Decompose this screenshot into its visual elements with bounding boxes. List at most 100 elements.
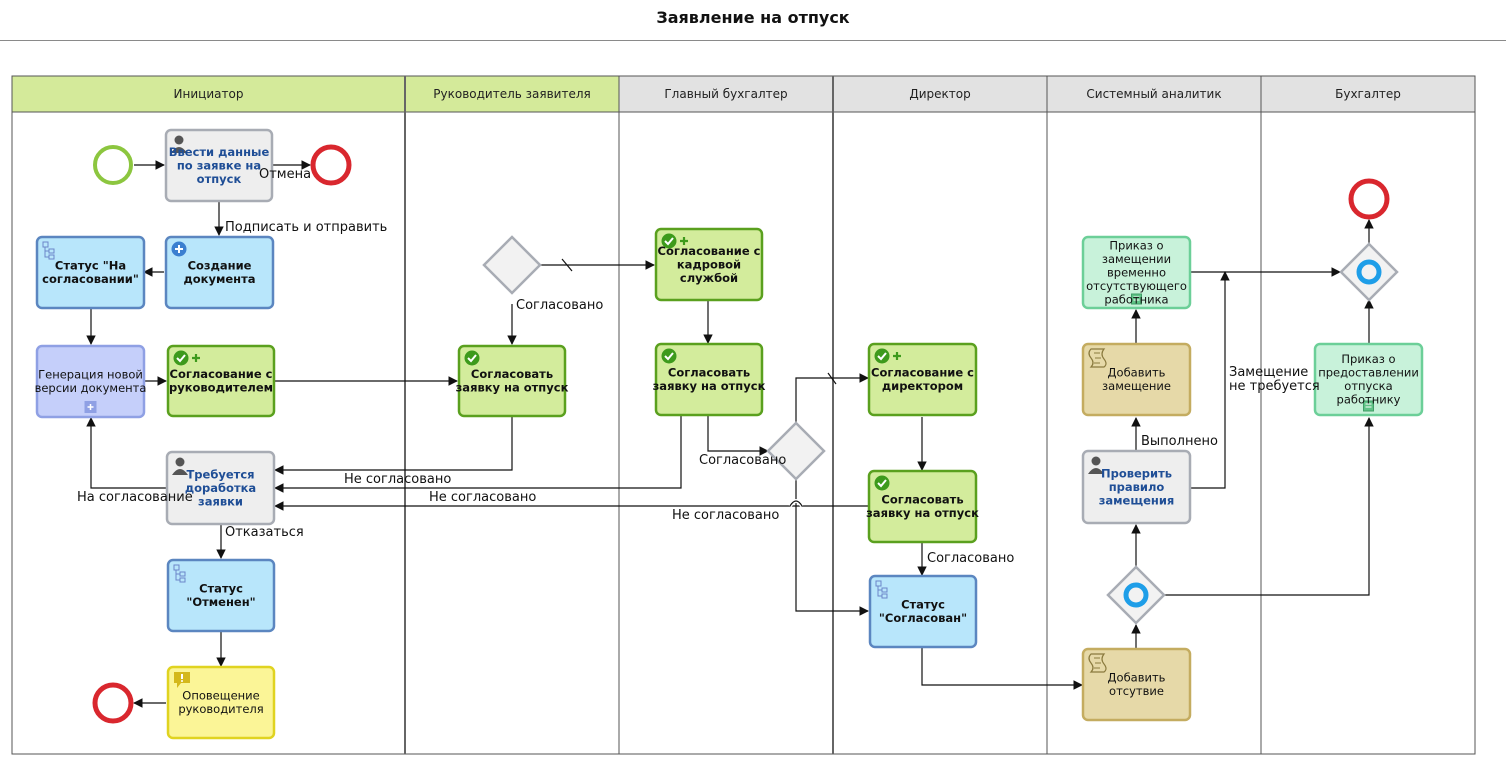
task-label: Создание [188, 259, 252, 273]
lane-body [11, 111, 406, 755]
sequence-flow [795, 480, 869, 616]
start[interactable] [93, 145, 133, 185]
task-label: Статус [901, 598, 945, 612]
end-cancel[interactable] [310, 144, 352, 186]
task-box [166, 344, 276, 418]
task-label: заявку на отпуск [456, 381, 569, 395]
lane-title: Директор [909, 87, 970, 101]
task-box [166, 558, 276, 633]
flow-label: Отмена [259, 167, 311, 182]
flow-icon [42, 241, 55, 260]
task-label: Ввести данные [169, 145, 270, 159]
flow-label: не требуется [1229, 379, 1320, 394]
line-jump [789, 500, 803, 507]
sequence-flow [795, 373, 869, 423]
default-flow-marker [561, 258, 573, 272]
task-label: заявку на отпуск [653, 379, 766, 393]
task-label: службой [680, 271, 738, 285]
gateway-inclusive-1[interactable] [1106, 565, 1166, 625]
task-label: Согласовать [668, 366, 750, 380]
lane-title: Системный аналитик [1086, 87, 1221, 101]
approval-icon [661, 233, 688, 249]
task-box [1313, 342, 1424, 417]
subprocess-plus-icon [84, 401, 97, 413]
task-label: правило [1109, 480, 1165, 494]
task-label: Приказ о [1341, 352, 1395, 366]
flow-label: Не согласовано [429, 490, 536, 505]
task-label: Статус [199, 582, 243, 596]
status-approved[interactable]: Статус"Согласован" [868, 574, 978, 649]
status-cancelled[interactable]: Статус"Отменен" [166, 558, 276, 633]
gateway-accountant[interactable] [766, 421, 826, 481]
approval-icon [874, 348, 901, 364]
task-label: заявку на отпуск [866, 506, 979, 520]
sequence-flow [921, 648, 1083, 690]
flow-icon [173, 564, 186, 583]
task-box [35, 235, 146, 310]
end-event-icon [1348, 178, 1390, 220]
task-box [654, 227, 764, 302]
gateway-diamond [1339, 242, 1399, 302]
task-label: отсутвие [1109, 684, 1164, 698]
task-box [165, 450, 276, 526]
task-label: документа [183, 272, 255, 286]
lane-1: Инициатор [11, 75, 406, 755]
task-label: замещении [1102, 252, 1171, 266]
task-label: Приказ о [1109, 238, 1163, 252]
task-label: по заявке на [177, 158, 261, 172]
end-final[interactable] [1348, 178, 1390, 220]
check-icon [874, 475, 890, 491]
task-label: Добавить [1108, 671, 1166, 685]
task-label: Статус "На [55, 259, 126, 273]
gateway-diamond [1106, 565, 1166, 625]
task-label: предоставлении [1318, 366, 1419, 380]
task-label: директором [882, 379, 963, 393]
lane-header [11, 75, 406, 113]
sequence-flow [1191, 271, 1230, 489]
end-event-icon [92, 682, 134, 724]
flow-label: Согласовано [699, 453, 786, 468]
flow-label: Согласовано [516, 298, 603, 313]
task-label: Согласовать [881, 493, 963, 507]
task-box [654, 342, 764, 417]
sequence-flow [274, 416, 513, 475]
diagram-title: Заявление на отпуск [656, 8, 850, 27]
sequence-flow [86, 417, 166, 489]
flow-label: Отказаться [225, 525, 304, 540]
order-substitution[interactable]: Приказ озамещениивременноотсутствующегор… [1081, 235, 1192, 310]
script-icon [1088, 653, 1107, 673]
gateway-inclusive-2[interactable] [1339, 242, 1399, 302]
user-icon [1088, 456, 1104, 474]
notification-icon [174, 672, 190, 688]
check-icon [464, 350, 480, 366]
user-icon [172, 457, 188, 475]
inclusive-marker-icon [1123, 582, 1149, 608]
task-label: временно [1107, 265, 1166, 279]
task-box [867, 469, 978, 544]
task-box [35, 344, 146, 419]
end-notify[interactable] [92, 682, 134, 724]
check-icon [661, 348, 677, 364]
gateway-manager[interactable] [482, 235, 542, 295]
task-label: Проверить [1101, 466, 1172, 480]
script-icon [1088, 348, 1107, 368]
plus-circle-icon [171, 241, 187, 257]
task-label: "Согласован" [879, 611, 967, 625]
